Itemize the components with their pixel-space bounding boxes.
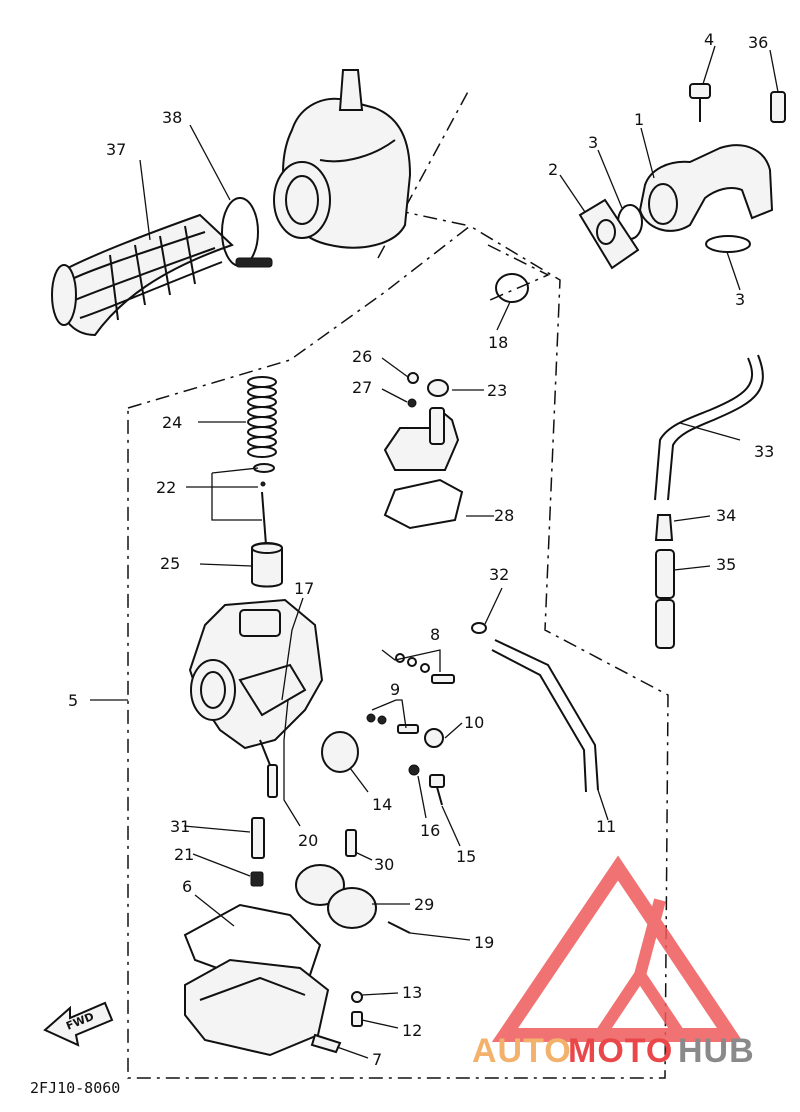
callout-8: 8: [430, 625, 440, 644]
callout-21: 21: [174, 845, 194, 864]
starter-jet: [345, 829, 357, 857]
watermark-moto: MOTO: [568, 1032, 673, 1070]
throttle-spring: [247, 376, 277, 458]
o-ring-lower: [705, 235, 751, 253]
callout-28: 28: [494, 506, 514, 525]
carb-screws: [321, 653, 455, 806]
watermark-logo: [491, 855, 744, 1042]
callout-32: 32: [489, 565, 509, 584]
cap: [424, 728, 444, 748]
jets: [250, 764, 357, 887]
callout-16: 16: [420, 821, 440, 840]
o-ring-18: [495, 273, 529, 303]
top-cover-group: [383, 372, 464, 530]
callout-35: 35: [716, 555, 736, 574]
carburetor-body-upper: [273, 69, 412, 249]
float-group: [295, 864, 411, 934]
callout-5: 5: [68, 691, 78, 710]
watermark-wordmark: AUTO MOTO HUB: [472, 1032, 755, 1070]
callout-24: 24: [162, 413, 182, 432]
callout-23: 23: [487, 381, 507, 400]
float-right: [327, 887, 377, 929]
float-pin: [387, 921, 411, 934]
callout-31: 31: [170, 817, 190, 836]
callout-27: 27: [352, 378, 372, 397]
callout-10: 10: [464, 713, 484, 732]
needle-jet: [251, 817, 265, 859]
callout-15: 15: [456, 847, 476, 866]
callout-13: 13: [402, 983, 422, 1002]
drain-screw: [351, 1011, 363, 1027]
carburetor-body-main: [188, 598, 324, 771]
callout-20: 20: [298, 831, 318, 850]
callout-4: 4: [704, 30, 714, 49]
callout-37: 37: [106, 140, 126, 159]
carburetor-assembly-outline: [127, 225, 669, 1079]
overflow-hose: [471, 622, 599, 793]
float-chamber-screw: [310, 1033, 342, 1054]
callout-12: 12: [402, 1021, 422, 1040]
watermark-auto: AUTO: [472, 1032, 572, 1070]
adjuster-screw: [407, 372, 419, 384]
throttle-valve: [251, 542, 283, 588]
callout-22: 22: [156, 478, 176, 497]
callout-9: 9: [390, 680, 400, 699]
callout-29: 29: [414, 895, 434, 914]
mixing-chamber-top: [383, 408, 460, 471]
leader-lines: [90, 45, 779, 1059]
callout-36: 36: [748, 33, 768, 52]
hose-joint: [654, 514, 674, 541]
air-intake-joint: [51, 213, 234, 337]
callout-19: 19: [474, 933, 494, 952]
callout-14: 14: [372, 795, 392, 814]
float-chamber: [184, 958, 330, 1057]
top-cover-outline: [487, 244, 550, 301]
fuel-hose-group: [654, 354, 764, 649]
cable-adjuster-nut: [427, 379, 449, 397]
throttle-valve-stack: [247, 376, 283, 588]
float-chamber-group: [183, 903, 363, 1057]
jet-needle: [261, 491, 267, 546]
fuel-pipe: [655, 549, 675, 599]
callout-11: 11: [596, 817, 616, 836]
intake-manifold-group: [578, 83, 786, 270]
insulator-gasket: [578, 198, 640, 270]
main-jet: [250, 871, 264, 887]
callout-38: 38: [162, 108, 182, 127]
manifold-bolt: [689, 83, 711, 99]
callout-3-upper: 3: [588, 133, 598, 152]
callout-3-lower: 3: [735, 290, 745, 309]
manifold-bolt-long: [770, 91, 786, 123]
callout-7: 7: [372, 1050, 382, 1069]
adjuster-spring: [407, 398, 417, 408]
intake-manifold: [638, 144, 774, 232]
callout-17: 17: [294, 579, 314, 598]
float-chamber-gasket: [183, 903, 322, 982]
part-code: 2FJ10-8060: [30, 1079, 120, 1097]
callout-numbers: 4 36 1 3 2 3 38 37 18 26 27 23 24 33 22 …: [68, 30, 774, 1069]
callout-18: 18: [488, 333, 508, 352]
logo-inner-mark-icon: [595, 898, 685, 1039]
watermark-hub: HUB: [678, 1032, 755, 1070]
callout-25: 25: [160, 554, 180, 573]
pilot-jet: [267, 764, 278, 798]
drain-plug: [351, 991, 363, 1003]
callout-33: 33: [754, 442, 774, 461]
callout-26: 26: [352, 347, 372, 366]
intake-hose-clamp: [221, 197, 273, 268]
logo-triangle-icon: [491, 855, 744, 1042]
callout-34: 34: [716, 506, 736, 525]
callout-1: 1: [634, 110, 644, 129]
callout-30: 30: [374, 855, 394, 874]
callout-2: 2: [548, 160, 558, 179]
float-left: [295, 864, 345, 906]
top-gasket: [383, 478, 464, 530]
plug: [321, 731, 359, 773]
callout-6: 6: [182, 877, 192, 896]
fwd-arrow: FWD: [43, 1001, 114, 1047]
